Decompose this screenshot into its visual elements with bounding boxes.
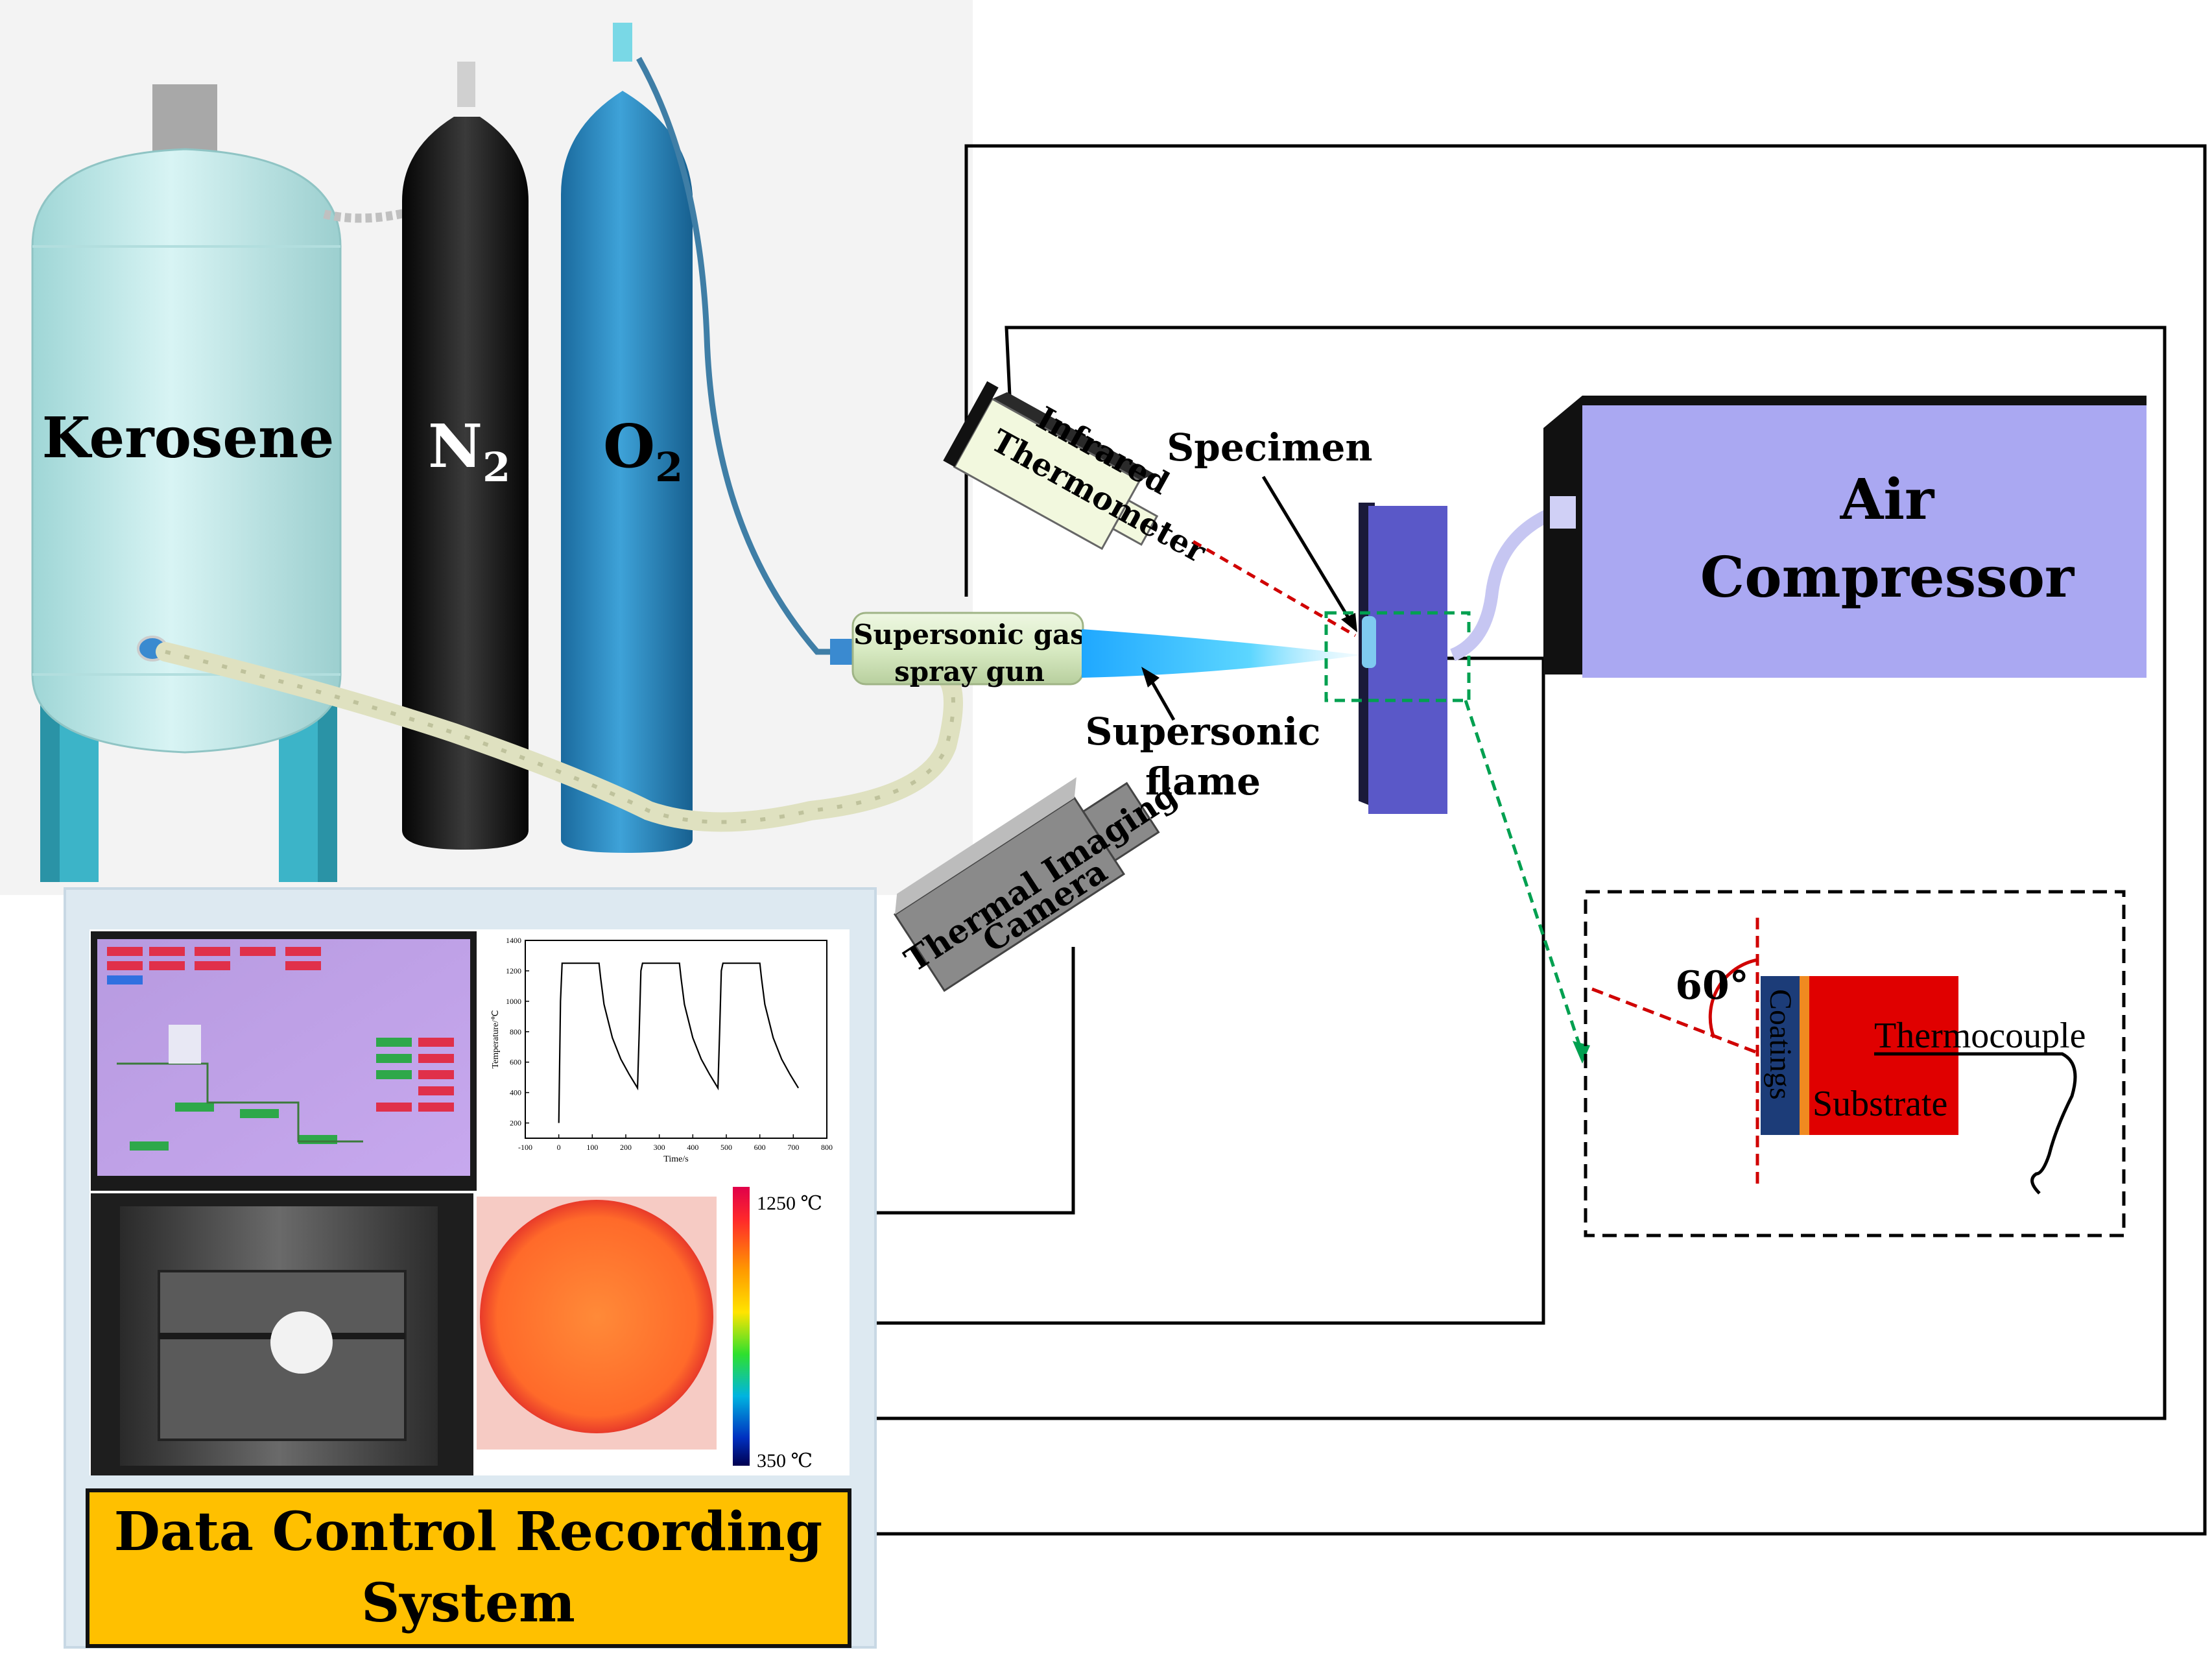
screen-widgets	[107, 947, 454, 1151]
x-tick-label: 100	[586, 1143, 598, 1152]
inset-laser-line	[1591, 987, 1761, 1056]
air-compressor-label-2: Compressor	[1700, 545, 2075, 610]
x-tick-label: 500	[720, 1143, 732, 1152]
specimen-pointer	[1261, 475, 1354, 625]
thermocouple-wire	[1920, 1052, 2077, 1195]
o2-label-main: O	[603, 411, 655, 481]
x-tick-label: 700	[787, 1143, 799, 1152]
y-tick-label: 600	[510, 1058, 521, 1067]
thermocouple-label: Thermocouple	[1874, 1016, 2086, 1056]
x-tick-label: 800	[821, 1143, 833, 1152]
substrate-label: Substrate	[1813, 1084, 1947, 1124]
thermal-camera	[893, 777, 1160, 992]
kerosene-tank	[31, 84, 416, 882]
infrared-laser-line	[1192, 540, 1357, 638]
kerosene-label: Kerosene	[42, 405, 335, 471]
flame-label-1: Supersonic	[1086, 710, 1321, 754]
o2-cylinder	[561, 23, 843, 853]
specimen-label: Specimen	[1167, 425, 1372, 470]
n2-label-main: N	[428, 411, 482, 481]
x-tick-label: 0	[557, 1143, 561, 1152]
y-tick-label: 200	[510, 1119, 521, 1128]
specimen	[1359, 503, 1447, 814]
data-system-label-2: System	[361, 1572, 575, 1634]
spray-gun	[830, 612, 1084, 686]
connection-wires	[875, 144, 2207, 1536]
compressor-hose	[1449, 503, 1565, 662]
data-system-panel: -100 0 100 200 300 400 500 600 700 800 200 400 600 80…	[64, 887, 877, 1649]
wire-camera	[875, 947, 1075, 1215]
y-tick-label: 1400	[506, 936, 521, 945]
x-tick-label: 600	[754, 1143, 766, 1152]
temperature-plot: -100 0 100 200 300 400 500 600 700 800 200 400 600 80…	[491, 936, 833, 1164]
infrared-thermometer	[943, 381, 1159, 551]
x-tick-label: 200	[620, 1143, 632, 1152]
y-tick-label: 1000	[506, 997, 521, 1006]
y-tick-label: 400	[510, 1088, 521, 1097]
specimen-zoom-box	[1324, 611, 1471, 702]
coatings-label: Coatings	[1763, 989, 1798, 1100]
supersonic-flame	[1082, 629, 1362, 678]
temperature-colorbar	[733, 1187, 750, 1466]
temperature-plot-bg	[480, 931, 846, 1191]
wire-infrared	[875, 326, 2167, 1420]
data-system-title-box	[86, 1488, 851, 1648]
coatings-layer	[1761, 976, 1800, 1135]
spray-gun-label-1: Supersonic gas	[853, 619, 1086, 650]
wire-outer	[875, 144, 2207, 1536]
spray-gun-label-2: spray gun	[894, 656, 1045, 687]
specimen-holder-photo	[91, 1193, 473, 1475]
plot-ylabel: Temperature/℃	[491, 1010, 501, 1068]
n2-cylinder	[402, 62, 529, 850]
y-tick-label: 1200	[506, 966, 521, 975]
tank-valve	[152, 84, 217, 156]
specimen-detail-inset	[1584, 890, 2126, 1237]
o2-label: O2	[603, 411, 683, 491]
colorbar-min-label: 350 ℃	[757, 1450, 813, 1472]
thermal-image-spot	[480, 1200, 713, 1433]
x-tick-label: 400	[687, 1143, 698, 1152]
zoom-connector	[1464, 700, 1584, 1055]
air-compressor	[1543, 396, 2147, 678]
plot-frame	[525, 940, 827, 1139]
air-compressor-label-1: Air	[1840, 467, 1935, 532]
inset-frame	[1584, 890, 2126, 1237]
x-tick-label: -100	[518, 1143, 532, 1152]
bond-layer	[1800, 976, 1809, 1135]
o2-label-sub: 2	[655, 444, 683, 491]
n2-label-sub: 2	[482, 444, 510, 491]
n2-label: N2	[428, 411, 510, 491]
o2-hose	[636, 56, 843, 655]
flame-label-2: flame	[1145, 759, 1261, 804]
temperature-series-line	[558, 962, 800, 1123]
x-tick-label: 300	[654, 1143, 665, 1152]
angle-arc	[1708, 958, 1758, 1038]
tank-chain	[323, 206, 416, 223]
y-tick-label: 800	[510, 1027, 521, 1036]
plot-xlabel: Time/s	[663, 1154, 688, 1164]
data-system-label-1: Data Control Recording	[114, 1501, 822, 1563]
colorbar-max-label: 1250 ℃	[757, 1193, 822, 1214]
angle-label: 60°	[1675, 963, 1749, 1009]
wire-thermocouple	[875, 656, 1545, 1325]
